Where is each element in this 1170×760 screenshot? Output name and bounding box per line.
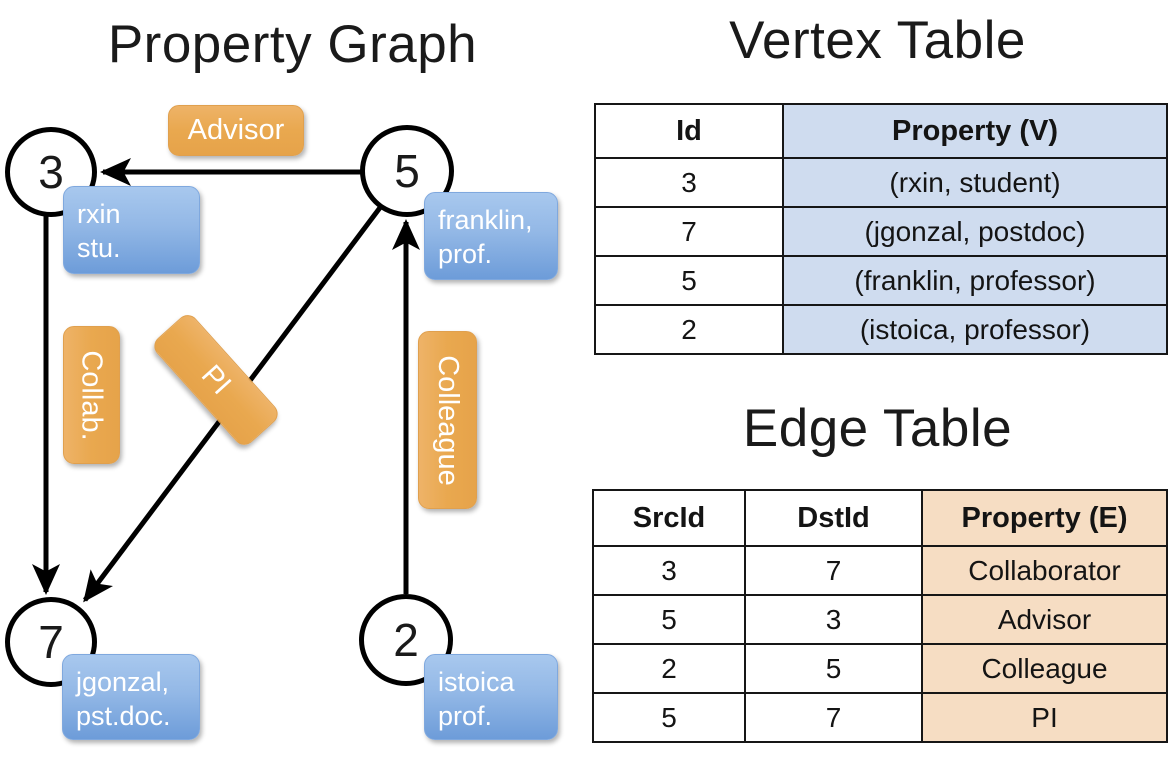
vertex-cell-property: (istoica, professor)	[782, 304, 1168, 355]
edge-label-colleague[interactable]: Colleague	[418, 331, 477, 509]
vertex-table-header-id: Id	[594, 103, 784, 159]
edge-table: SrcId DstId Property (E) 3 7 Collaborato…	[592, 489, 1168, 743]
graph-node-5-label: 5	[394, 145, 420, 197]
graph-node-2-label: 2	[393, 614, 419, 666]
table-row[interactable]: 2 5 Colleague	[592, 643, 1168, 694]
page-title-vertex-table: Vertex Table	[729, 11, 1026, 70]
node-property-box-3[interactable]: rxin stu.	[63, 186, 200, 274]
node-property-box-7[interactable]: jgonzal, pst.doc.	[62, 654, 200, 740]
vertex-cell-id: 3	[594, 157, 784, 208]
vertex-cell-property: (rxin, student)	[782, 157, 1168, 208]
node-property-line1: jgonzal,	[76, 667, 170, 697]
edge-cell-property: Collaborator	[921, 545, 1168, 596]
node-property-line1: rxin	[77, 199, 121, 229]
table-header-row: SrcId DstId Property (E)	[592, 489, 1168, 547]
edge-label-collab-text: Collab.	[76, 349, 108, 441]
node-property-line2: pst.doc.	[76, 701, 171, 731]
node-property-box-2[interactable]: istoica prof.	[424, 654, 558, 740]
vertex-cell-id: 2	[594, 304, 784, 355]
edge-cell-srcid: 5	[592, 692, 746, 743]
vertex-cell-id: 7	[594, 206, 784, 257]
edge-label-advisor[interactable]: Advisor	[168, 105, 304, 156]
edge-cell-property: Colleague	[921, 643, 1168, 694]
vertex-cell-property: (franklin, professor)	[782, 255, 1168, 306]
edge-cell-property: PI	[921, 692, 1168, 743]
edge-label-pi-text: PI	[195, 358, 238, 401]
edge-table-header-property: Property (E)	[921, 489, 1168, 547]
table-row[interactable]: 3 7 Collaborator	[592, 545, 1168, 596]
node-property-box-5[interactable]: franklin, prof.	[424, 192, 558, 280]
table-row[interactable]: 5 7 PI	[592, 692, 1168, 743]
table-row[interactable]: 5 (franklin, professor)	[594, 255, 1168, 306]
table-header-row: Id Property (V)	[594, 103, 1168, 159]
table-row[interactable]: 7 (jgonzal, postdoc)	[594, 206, 1168, 257]
edge-cell-dstid: 7	[744, 545, 923, 596]
node-property-line1: franklin,	[438, 205, 533, 235]
edge-table-header-dstid: DstId	[744, 489, 923, 547]
edge-cell-property: Advisor	[921, 594, 1168, 645]
vertex-cell-id: 5	[594, 255, 784, 306]
edge-cell-dstid: 5	[744, 643, 923, 694]
edge-cell-srcid: 2	[592, 643, 746, 694]
edge-cell-srcid: 3	[592, 545, 746, 596]
edge-label-advisor-text: Advisor	[187, 114, 285, 146]
graph-node-7-label: 7	[38, 616, 64, 668]
edge-cell-dstid: 7	[744, 692, 923, 743]
edge-cell-srcid: 5	[592, 594, 746, 645]
graph-node-5[interactable]: 5	[360, 125, 454, 217]
page-title-property-graph: Property Graph	[107, 15, 478, 74]
vertex-table: Id Property (V) 3 (rxin, student) 7 (jgo…	[594, 103, 1168, 355]
graph-node-3-label: 3	[38, 146, 64, 198]
edge-table-header-srcid: SrcId	[592, 489, 746, 547]
table-row[interactable]: 3 (rxin, student)	[594, 157, 1168, 208]
node-property-line2: stu.	[77, 233, 121, 263]
node-property-line2: prof.	[438, 239, 493, 269]
node-property-line1: istoica	[438, 667, 515, 697]
graph-node-2[interactable]: 2	[359, 594, 453, 686]
table-row[interactable]: 5 3 Advisor	[592, 594, 1168, 645]
edge-label-colleague-text: Colleague	[432, 354, 465, 486]
edge-label-collab[interactable]: Collab.	[63, 326, 120, 464]
node-property-line2: prof.	[438, 701, 493, 731]
vertex-table-header-property: Property (V)	[782, 103, 1168, 159]
table-row[interactable]: 2 (istoica, professor)	[594, 304, 1168, 355]
page-title-edge-table: Edge Table	[742, 399, 1013, 458]
edge-cell-dstid: 3	[744, 594, 923, 645]
vertex-cell-property: (jgonzal, postdoc)	[782, 206, 1168, 257]
